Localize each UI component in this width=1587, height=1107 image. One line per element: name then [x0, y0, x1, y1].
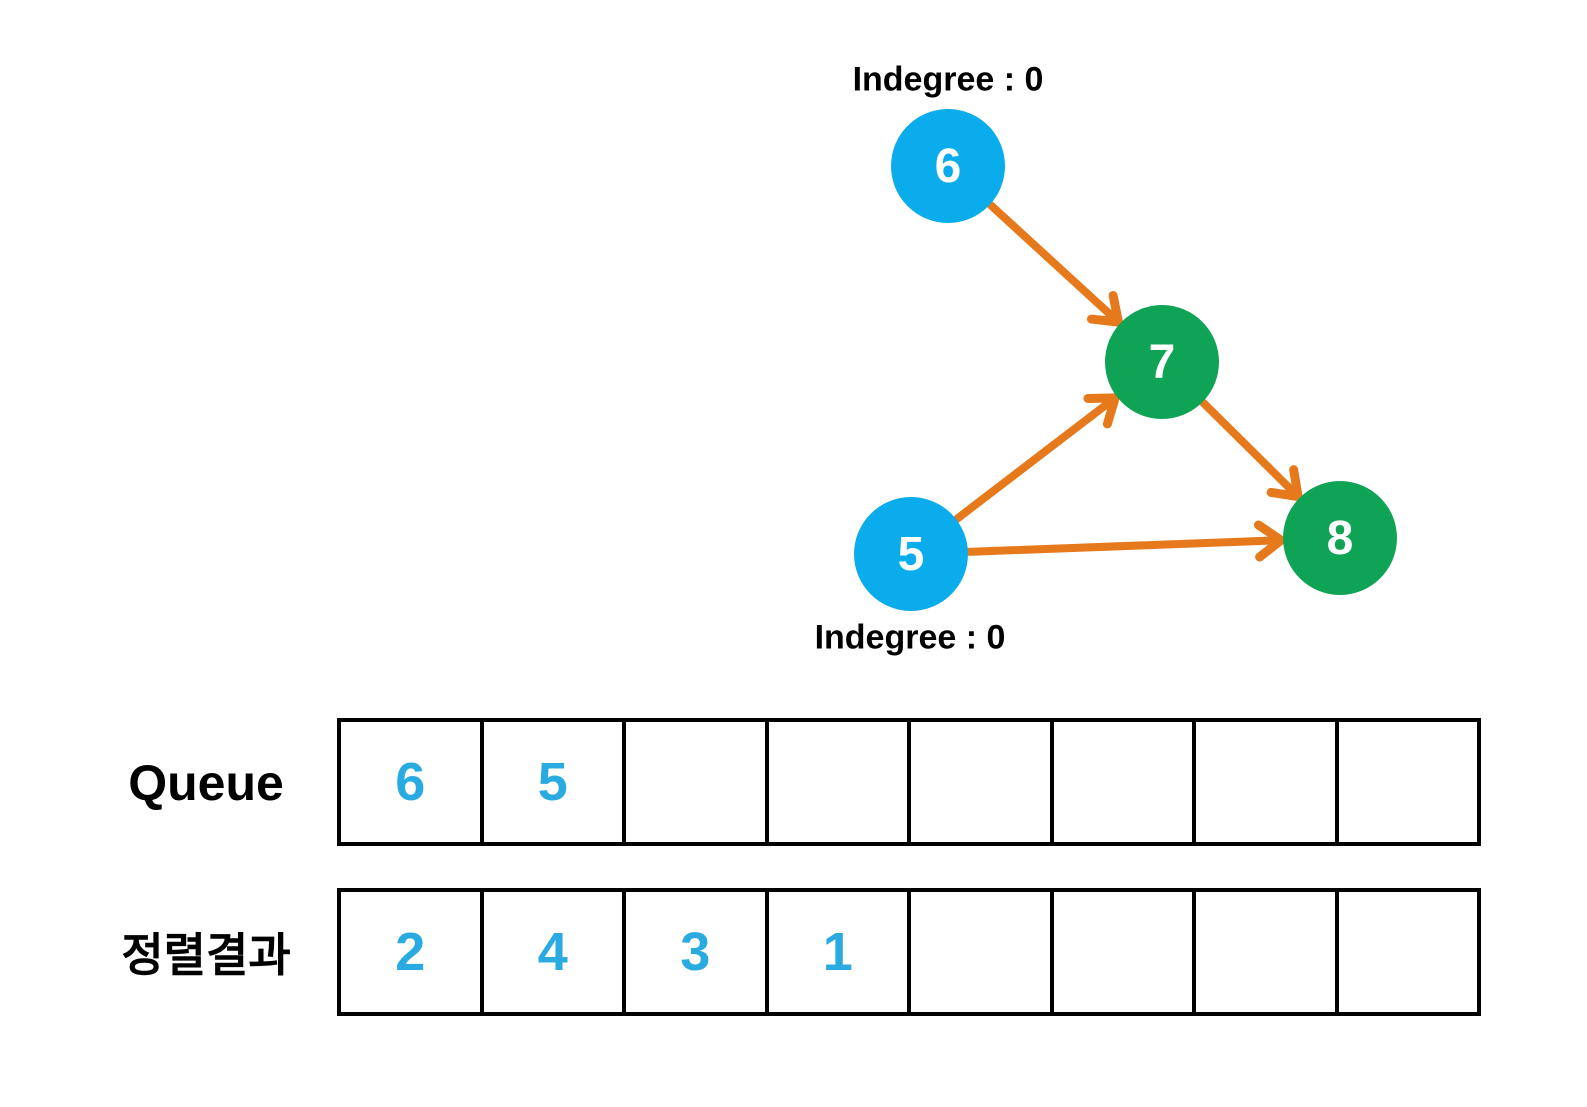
graph-node-5: 5	[854, 497, 968, 611]
sort-result-label: 정렬결과	[121, 929, 291, 981]
queue-cell-6	[1196, 722, 1339, 842]
sort-result-cell-2: 3	[626, 892, 769, 1012]
queue-cell-1: 5	[484, 722, 626, 842]
edge-5-to-8	[964, 536, 1275, 556]
arrowhead-7-to-8	[1266, 465, 1303, 502]
sort-result-cell-4	[911, 892, 1054, 1012]
edge-6-to-7	[986, 201, 1115, 319]
sort-result-cell-6	[1196, 892, 1339, 1012]
arrowhead-5-to-7	[1083, 393, 1120, 429]
edge-5-to-7	[953, 400, 1111, 523]
sort-result-cell-7	[1339, 892, 1478, 1012]
graph-node-7-label: 7	[1148, 335, 1176, 389]
graph-node-6-label: 6	[934, 139, 962, 193]
indegree-annotation-node-5: Indegree : 0	[814, 618, 1006, 657]
sort-result-cell-0: 2	[341, 892, 484, 1012]
queue-cell-2	[626, 722, 769, 842]
indegree-annotation-node-6: Indegree : 0	[852, 60, 1044, 99]
queue-cell-5	[1054, 722, 1196, 842]
graph-node-5-label: 5	[897, 527, 925, 581]
queue-cell-7	[1339, 722, 1478, 842]
arrowhead-6-to-7	[1086, 290, 1123, 327]
sort-result-cell-1: 4	[484, 892, 626, 1012]
queue-cells: 6 5	[337, 718, 1481, 846]
sort-result-cells: 2 4 3 1	[337, 888, 1481, 1016]
queue-cell-4	[911, 722, 1054, 842]
graph-node-7: 7	[1105, 305, 1219, 419]
queue-cell-3	[769, 722, 911, 842]
queue-label: Queue	[128, 755, 284, 811]
edge-7-to-8	[1199, 398, 1295, 493]
arrowhead-5-to-8	[1253, 520, 1286, 562]
sort-result-cell-3: 1	[769, 892, 911, 1012]
queue-cell-0: 6	[341, 722, 484, 842]
sort-result-cell-5	[1054, 892, 1196, 1012]
graph-node-6: 6	[891, 109, 1005, 223]
graph-node-8-label: 8	[1326, 511, 1354, 565]
graph-node-8: 8	[1283, 481, 1397, 595]
